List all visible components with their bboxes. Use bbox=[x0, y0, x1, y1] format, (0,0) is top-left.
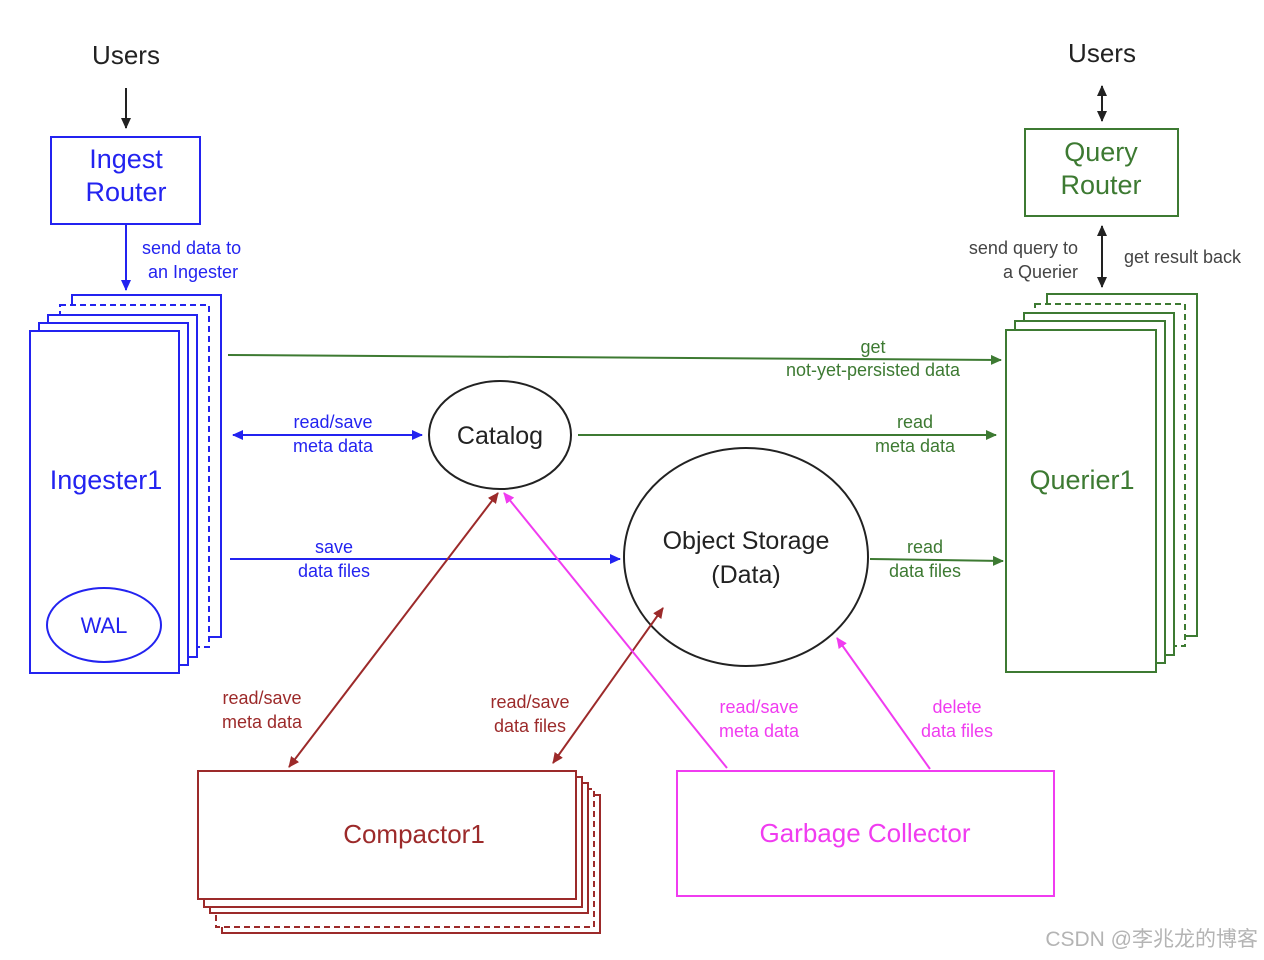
compactor-catalog-label-line2: meta data bbox=[222, 712, 303, 732]
ingest-router-line2: Router bbox=[85, 177, 166, 207]
garbage-collector-node bbox=[676, 770, 1055, 897]
garbage-collector-label: Garbage Collector bbox=[760, 818, 971, 848]
send-query-label-line1: send query to bbox=[969, 238, 1078, 258]
object-storage-line1: Object Storage bbox=[663, 527, 830, 555]
ingester-save-label-line2: data files bbox=[298, 561, 370, 581]
query-router-node: Query Router bbox=[1024, 128, 1179, 217]
send-data-label-line2: an Ingester bbox=[148, 262, 238, 282]
querier-label: Querier1 bbox=[1029, 465, 1134, 495]
get-unpersisted-label-line2: not-yet-persisted data bbox=[786, 360, 961, 380]
querier-catalog-label-line2: meta data bbox=[875, 436, 956, 456]
ingester-label: Ingester1 bbox=[50, 465, 163, 495]
query-router-line2: Router bbox=[1060, 170, 1141, 200]
ingester-stack: Ingester1 WAL bbox=[29, 294, 222, 674]
gc-delete-label-line2: data files bbox=[921, 721, 993, 741]
get-unpersisted-label-line1: get bbox=[860, 337, 885, 357]
catalog-node bbox=[428, 380, 572, 490]
send-data-label-line1: send data to bbox=[142, 238, 241, 258]
catalog-label: Catalog bbox=[457, 422, 543, 450]
compactor-stack: Compactor1 bbox=[197, 770, 601, 934]
csdn-watermark: CSDN @李兆龙的博客 bbox=[1045, 928, 1258, 951]
querier-read-files-arrow bbox=[869, 555, 1004, 566]
gc-catalog-arrow bbox=[503, 492, 728, 769]
querier-stack: Querier1 bbox=[1005, 293, 1198, 673]
object-storage-node bbox=[623, 447, 869, 667]
get-unpersisted-arrow bbox=[227, 354, 1002, 365]
users-left-label: Users bbox=[92, 40, 160, 70]
compactor-storage-label-line2: data files bbox=[494, 716, 566, 736]
ingester-save-label-line1: save bbox=[315, 537, 353, 557]
querier-read-files-label-line2: data files bbox=[889, 561, 961, 581]
gc-delete-label-line1: delete bbox=[932, 697, 981, 717]
send-query-label-line2: a Querier bbox=[1003, 262, 1078, 282]
query-router-line1: Query bbox=[1064, 137, 1138, 167]
compactor-label: Compactor1 bbox=[343, 819, 485, 849]
gc-delete-arrow bbox=[836, 637, 931, 770]
object-storage-line2: (Data) bbox=[711, 561, 780, 589]
get-result-label: get result back bbox=[1124, 247, 1242, 267]
ingest-router-node: Ingest Router bbox=[50, 136, 201, 225]
gc-catalog-label-line1: read/save bbox=[719, 697, 798, 717]
ingest-router-line1: Ingest bbox=[89, 144, 163, 174]
users-right-label: Users bbox=[1068, 38, 1136, 68]
compactor-storage-label-line1: read/save bbox=[490, 692, 569, 712]
ingester-catalog-label-line1: read/save bbox=[293, 412, 372, 432]
gc-catalog-label-line2: meta data bbox=[719, 721, 800, 741]
compactor-catalog-arrow bbox=[288, 492, 499, 768]
compactor-catalog-label-line1: read/save bbox=[222, 688, 301, 708]
querier-read-files-label-line1: read bbox=[907, 537, 943, 557]
compactor-storage-arrow bbox=[552, 607, 664, 764]
wal-node bbox=[46, 587, 162, 663]
querier-catalog-label-line1: read bbox=[897, 412, 933, 432]
wal-label: WAL bbox=[81, 613, 128, 638]
ingester-catalog-label-line2: meta data bbox=[293, 436, 374, 456]
